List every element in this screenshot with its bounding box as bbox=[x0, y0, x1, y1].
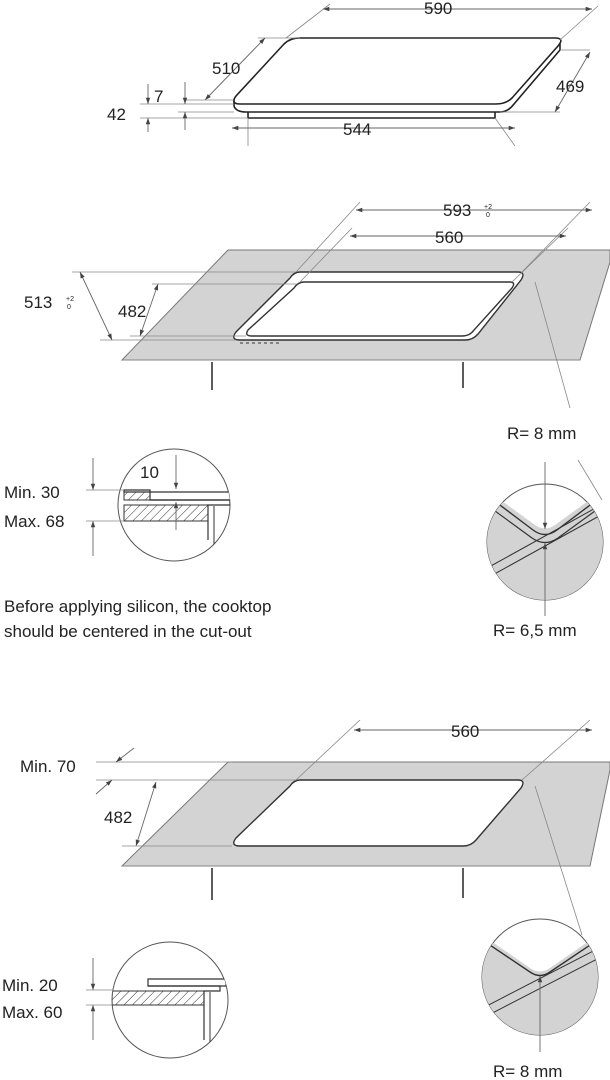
flush-inner-radius: R= 6,5 mm bbox=[493, 621, 577, 640]
hob-dimension-drawing: 590 510 7 42 544 469 bbox=[107, 0, 599, 147]
tol-513-upper: +2 bbox=[66, 296, 74, 303]
dim-593: 593 bbox=[443, 201, 471, 220]
dim-7: 7 bbox=[154, 87, 163, 106]
dim-513: 513 bbox=[24, 293, 52, 312]
overlay-max-thickness: Max. 60 bbox=[2, 1003, 62, 1022]
note-line-2: should be centered in the cut-out bbox=[4, 622, 252, 641]
tol-513-lower: 0 bbox=[67, 304, 71, 311]
overlay-min-thickness: Min. 20 bbox=[2, 976, 58, 995]
tol-593-lower: 0 bbox=[486, 212, 490, 219]
dim-min-70: Min. 70 bbox=[20, 757, 76, 776]
dim-560-overlay: 560 bbox=[451, 722, 479, 741]
overlay-radius: R= 8 mm bbox=[493, 1062, 562, 1080]
overlay-profile-detail: Min. 20 Max. 60 bbox=[2, 941, 229, 1059]
flush-outer-radius: R= 8 mm bbox=[507, 424, 576, 443]
dim-42: 42 bbox=[107, 105, 126, 124]
dim-590: 590 bbox=[424, 0, 452, 18]
dim-469: 469 bbox=[556, 77, 584, 96]
dim-510: 510 bbox=[212, 59, 240, 78]
tol-593-upper: +2 bbox=[484, 204, 492, 211]
flush-corner-detail: R= 8 mm R= 6,5 mm bbox=[486, 424, 604, 640]
dim-482-overlay: 482 bbox=[104, 808, 132, 827]
dim-544: 544 bbox=[343, 120, 371, 139]
flush-profile-detail: 10 Min. 30 Max. 68 bbox=[4, 448, 231, 562]
dim-482-cutout: 482 bbox=[118, 302, 146, 321]
detail-step-10: 10 bbox=[140, 463, 159, 482]
flush-max-thickness: Max. 68 bbox=[4, 512, 64, 531]
overlay-corner-detail: R= 8 mm bbox=[481, 918, 599, 1080]
centering-note: Before applying silicon, the cooktop sho… bbox=[4, 594, 271, 644]
overlay-cutout-drawing: 560 Min. 70 482 bbox=[20, 719, 610, 936]
flush-min-thickness: Min. 30 bbox=[4, 483, 60, 502]
hob-glass bbox=[232, 37, 562, 105]
flush-cutout-drawing: 593 +2 0 560 513 +2 0 482 bbox=[24, 201, 610, 409]
dim-560-cutout: 560 bbox=[435, 228, 463, 247]
note-line-1: Before applying silicon, the cooktop bbox=[4, 597, 272, 616]
